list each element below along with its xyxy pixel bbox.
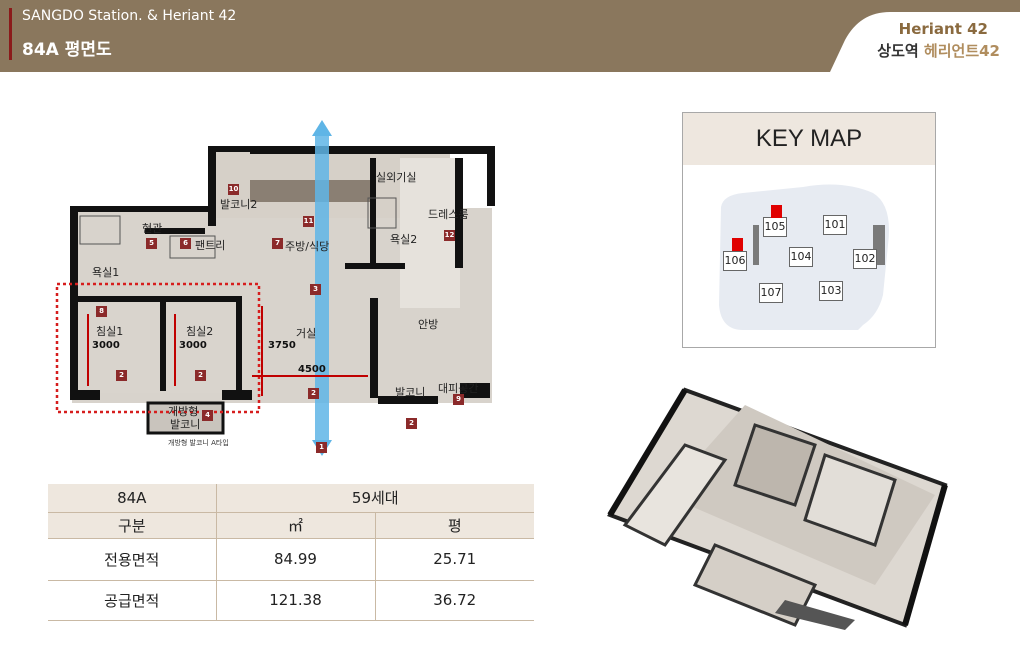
room-label-outdoor-unit: 실외기실 [376,171,417,184]
table-cell: 84.99 [216,538,376,581]
brand-kr-prefix: 상도역 [877,42,924,60]
num-marker: 1 [316,442,327,453]
room-num-bedroom1: 8 [96,306,107,317]
room-label-bath2: 욕실2 [390,233,418,246]
room-label-bath1: 욕실1 [92,266,120,279]
num-marker: 2 [406,418,417,429]
room-num-living: 3 [310,284,321,295]
header: SANGDO Station. & Heriant 42 84A 평면도 Her… [0,0,1020,72]
dimension-living-width: 4500 [298,364,326,375]
table-cell: 공급면적 [48,580,217,621]
room-num-dressroom: 12 [444,230,455,241]
table-cell: 구분 [48,512,217,539]
building-104: 104 [789,247,813,267]
floorplan-caption: 개방형 발코니 A타입 [168,439,229,447]
table-cell: 전용면적 [48,538,217,581]
room-label-entrance: 현관 [142,222,163,235]
room-label-living: 거실 [296,327,317,340]
floor-plan: 현관 5 팬트리 6 10 발코니2 주방/식당 7 실외기실 드레스룸 12 … [50,118,510,468]
num-marker: 2 [308,388,319,399]
room-label-balcony-open: 발코니 [170,418,201,431]
num-marker: 11 [303,216,314,227]
table-cell: ㎡ [216,512,376,539]
room-label-balcony2: 발코니2 [220,198,258,211]
room-label-bedroom2: 침실2 [186,325,214,338]
table-cell: 59세대 [216,484,534,513]
current-building-marker [732,238,743,251]
brand-en: Heriant 42 [898,20,988,38]
floor-plan-drawing [55,120,495,456]
isometric-render [605,385,950,630]
header-bar [0,0,1020,72]
building-103: 103 [819,281,843,301]
room-label-shelter: 대피공간 [438,382,479,395]
area-table: 84A 59세대 구분 ㎡ 평 전용면적 84.99 25.71 공급면적 12… [48,484,534,621]
table-cell: 36.72 [375,580,534,621]
room-label-pantry: 팬트리 [195,239,226,252]
dimension-living-height: 3750 [268,340,296,351]
key-map: KEY MAP 105 101 106 104 102 107 103 [682,112,936,348]
room-num-entrance: 5 [146,238,157,249]
header-accent-line [9,8,12,60]
table-row: 공급면적 121.38 36.72 [48,580,534,621]
table-cell: 평 [375,512,534,539]
building-101: 101 [823,215,847,235]
brand-kr-suffix: 헤리언트42 [923,42,1000,60]
header-subtitle: 84A 평면도 [22,40,112,60]
header-title: SANGDO Station. & Heriant 42 [22,8,237,24]
brand-kr: 상도역 헤리언트42 [877,40,1000,61]
building-102: 102 [853,249,877,269]
table-cell: 25.71 [375,538,534,581]
table-cell: 121.38 [216,580,376,621]
room-label-open-type: 개방형 [168,405,199,418]
table-header-row: 84A 59세대 [48,484,534,513]
dimension-bedroom2: 3000 [179,340,207,351]
building-105: 105 [763,217,787,237]
current-building-marker [771,205,782,218]
table-cell: 84A [48,484,217,513]
key-map-title: KEY MAP [683,113,935,165]
room-label-master: 안방 [418,318,439,331]
table-row: 전용면적 84.99 25.71 [48,538,534,581]
room-num-balcony-open: 4 [202,410,213,421]
table-column-row: 구분 ㎡ 평 [48,512,534,539]
room-label-balcony: 발코니 [395,386,426,399]
dimension-bedroom1: 3000 [92,340,120,351]
room-num-kitchen: 7 [272,238,283,249]
building-107: 107 [759,283,783,303]
room-num-shelter: 9 [453,394,464,405]
num-marker: 2 [195,370,206,381]
building-106: 106 [723,251,747,271]
room-label-kitchen: 주방/식당 [285,240,330,253]
isometric-render-drawing [607,387,948,630]
room-num-pantry: 6 [180,238,191,249]
room-label-dressroom: 드레스룸 [428,208,469,221]
room-num-balcony2: 10 [228,184,239,195]
num-marker: 2 [116,370,127,381]
room-label-bedroom1: 침실1 [96,325,124,338]
